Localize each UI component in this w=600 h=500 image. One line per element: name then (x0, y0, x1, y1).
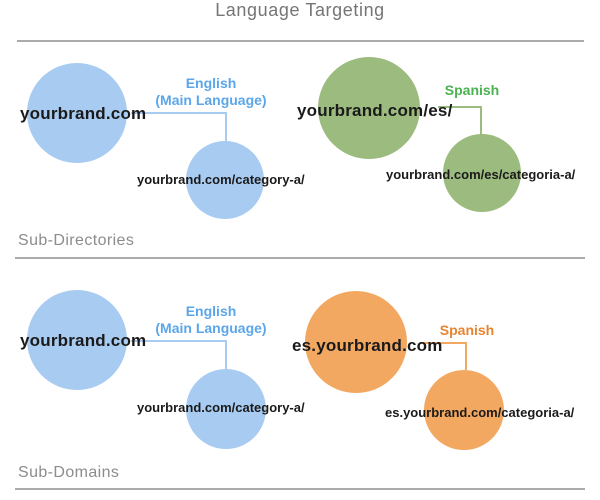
sub-page-label: es.yourbrand.com/categoria-a/ (385, 405, 575, 420)
connector-line (225, 112, 227, 142)
connector-line (438, 106, 482, 108)
connector-line (480, 106, 482, 135)
language-label-line1: English (185, 75, 237, 91)
language-label: Spanish (439, 322, 495, 338)
sub-page-circle (186, 369, 266, 449)
sub-page-circle (424, 370, 504, 450)
diagram-title: Language Targeting (215, 0, 385, 20)
section-divider (15, 488, 585, 490)
title-divider (17, 40, 584, 42)
main-domain-circle (27, 290, 127, 390)
language-label: English (Main Language) (131, 303, 291, 337)
language-label: Spanish (444, 82, 500, 98)
sub-page-label: yourbrand.com/category-a/ (137, 400, 305, 415)
main-domain-circle (318, 57, 420, 159)
main-domain-label: yourbrand.com (20, 331, 147, 350)
connector-line (131, 112, 227, 114)
connector-line (465, 342, 467, 370)
language-label-line2: (Main Language) (155, 320, 267, 336)
section-title-sub-directories: Sub-Directories (18, 232, 135, 249)
section-title-sub-domains: Sub-Domains (18, 464, 120, 481)
main-domain-label: es.yourbrand.com (292, 336, 443, 355)
main-domain-circle (305, 291, 407, 393)
connector-line (225, 340, 227, 370)
language-label-line2: (Main Language) (155, 92, 267, 108)
connector-line (420, 342, 467, 344)
language-label: English (Main Language) (131, 75, 291, 109)
sub-page-circle (443, 134, 521, 212)
sub-page-label: yourbrand.com/es/categoria-a/ (386, 167, 576, 182)
main-domain-circle (27, 63, 127, 163)
sub-page-label: yourbrand.com/category-a/ (137, 172, 305, 187)
main-domain-label: yourbrand.com/es/ (297, 101, 453, 120)
sub-page-circle (186, 141, 264, 219)
language-label-line1: English (185, 303, 237, 319)
section-divider (15, 257, 585, 259)
main-domain-label: yourbrand.com (20, 104, 147, 123)
connector-line (131, 340, 227, 342)
